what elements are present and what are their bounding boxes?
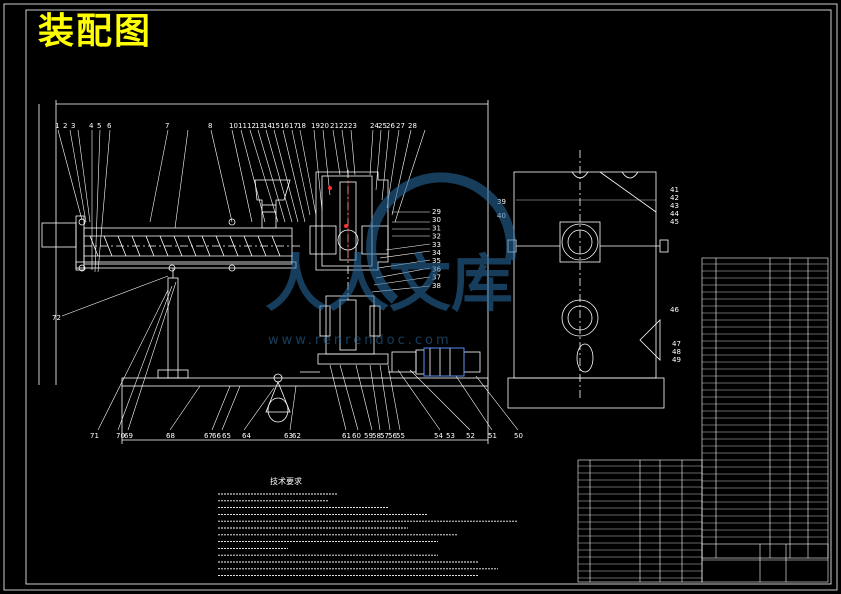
balloon-top-28: 28	[408, 122, 417, 130]
balloon-top-18: 18	[297, 122, 306, 130]
balloon-bottom-66: 66	[212, 432, 221, 440]
balloon-top-23: 23	[348, 122, 357, 130]
balloon-side-46: 46	[670, 306, 679, 314]
balloon-right-37: 37	[432, 274, 441, 282]
balloon-top-15: 15	[271, 122, 280, 130]
balloon-right-33: 33	[432, 241, 441, 249]
balloon-bottom-60: 60	[352, 432, 361, 440]
balloon-top-11: 11	[238, 122, 247, 130]
balloon-top-19: 19	[311, 122, 320, 130]
balloon-top-6: 6	[107, 122, 112, 130]
balloon-top-27: 27	[396, 122, 405, 130]
balloon-top-26: 26	[386, 122, 395, 130]
balloon-right-38: 38	[432, 282, 441, 290]
balloon-bottom-65: 65	[222, 432, 231, 440]
balloon-top-25: 25	[378, 122, 387, 130]
balloon-top-22: 22	[339, 122, 348, 130]
balloon-bottom-62: 62	[292, 432, 301, 440]
watermark-text: 人人文库	[265, 247, 513, 320]
balloon-bottom-55: 55	[396, 432, 405, 440]
balloon-bottom-61: 61	[342, 432, 351, 440]
balloon-top-17: 17	[289, 122, 298, 130]
top-leaders	[57, 129, 426, 273]
balloon-top-13: 13	[255, 122, 264, 130]
notes-heading: 技术要求	[270, 476, 302, 486]
balloon-bottom-67: 67	[204, 432, 213, 440]
balloon-side-45: 45	[670, 218, 679, 226]
balloon-bottom-70: 70	[116, 432, 125, 440]
balloon-bottom-50: 50	[514, 432, 523, 440]
balloon-top-7: 7	[165, 122, 169, 130]
balloon-bottom-69: 69	[124, 432, 133, 440]
balloon-side-42: 42	[670, 194, 679, 202]
motor	[391, 347, 481, 377]
balloon-right-35: 35	[432, 257, 441, 265]
drawing-title: 装配图	[38, 11, 153, 52]
balloon-bottom-53: 53	[446, 432, 455, 440]
balloon-bottom-56: 56	[388, 432, 397, 440]
balloon-right-30: 30	[432, 216, 441, 224]
balloon-top-5: 5	[97, 122, 101, 130]
balloon-right-29: 29	[432, 208, 441, 216]
balloon-side-41: 41	[670, 186, 679, 194]
parts-list-rows	[578, 263, 828, 579]
balloon-right-32: 32	[432, 233, 441, 241]
balloon-bottom-59: 59	[364, 432, 373, 440]
balloon-top-10: 10	[229, 122, 238, 130]
balloon-bottom-63: 63	[284, 432, 293, 440]
title-block	[701, 543, 829, 583]
balloon-top-14: 14	[263, 122, 272, 130]
balloon-bottom-64: 64	[242, 432, 251, 440]
balloon-top-1: 1	[55, 122, 59, 130]
barrel-assembly	[41, 179, 300, 272]
inner-border	[25, 9, 832, 585]
outer-border	[3, 3, 838, 591]
balloon-top-12: 12	[247, 122, 256, 130]
balloon-bottom-52: 52	[466, 432, 475, 440]
bottom-leaders	[61, 275, 519, 431]
balloon-side-43: 43	[670, 202, 679, 210]
balloon-left-72: 72	[52, 314, 61, 322]
balloon-bottom-51: 51	[488, 432, 497, 440]
balloon-top-21: 21	[330, 122, 339, 130]
watermark-url: www.renrendoc.com	[268, 333, 452, 348]
side-view	[507, 150, 669, 409]
balloon-top-2: 2	[63, 122, 67, 130]
balloon-side-47: 47	[672, 340, 681, 348]
balloon-bottom-68: 68	[166, 432, 175, 440]
watermark: 人人文库 www.renrendoc.com	[265, 172, 517, 348]
balloon-top-8: 8	[208, 122, 212, 130]
balloon-side-48: 48	[672, 348, 681, 356]
parts-list-bottom	[577, 459, 703, 583]
balloon-side-39: 39	[497, 198, 506, 206]
balloon-right-36: 36	[432, 265, 441, 273]
parts-list-right	[701, 257, 829, 559]
balloon-top-24: 24	[370, 122, 379, 130]
balloon-bottom-71: 71	[90, 432, 99, 440]
balloon-right-34: 34	[432, 249, 441, 257]
balloon-top-3: 3	[71, 122, 75, 130]
balloon-bottom-57: 57	[380, 432, 389, 440]
balloon-bottom-54: 54	[434, 432, 443, 440]
balloon-bottom-58: 58	[372, 432, 381, 440]
balloon-top-20: 20	[320, 122, 329, 130]
balloon-top-4: 4	[89, 122, 94, 130]
balloon-side-44: 44	[670, 210, 679, 218]
balloon-right-31: 31	[432, 224, 441, 232]
balloon-side-49: 49	[672, 356, 681, 364]
balloon-top-16: 16	[280, 122, 289, 130]
accent-marks	[328, 180, 465, 377]
technical-notes: 技术要求	[270, 476, 302, 486]
